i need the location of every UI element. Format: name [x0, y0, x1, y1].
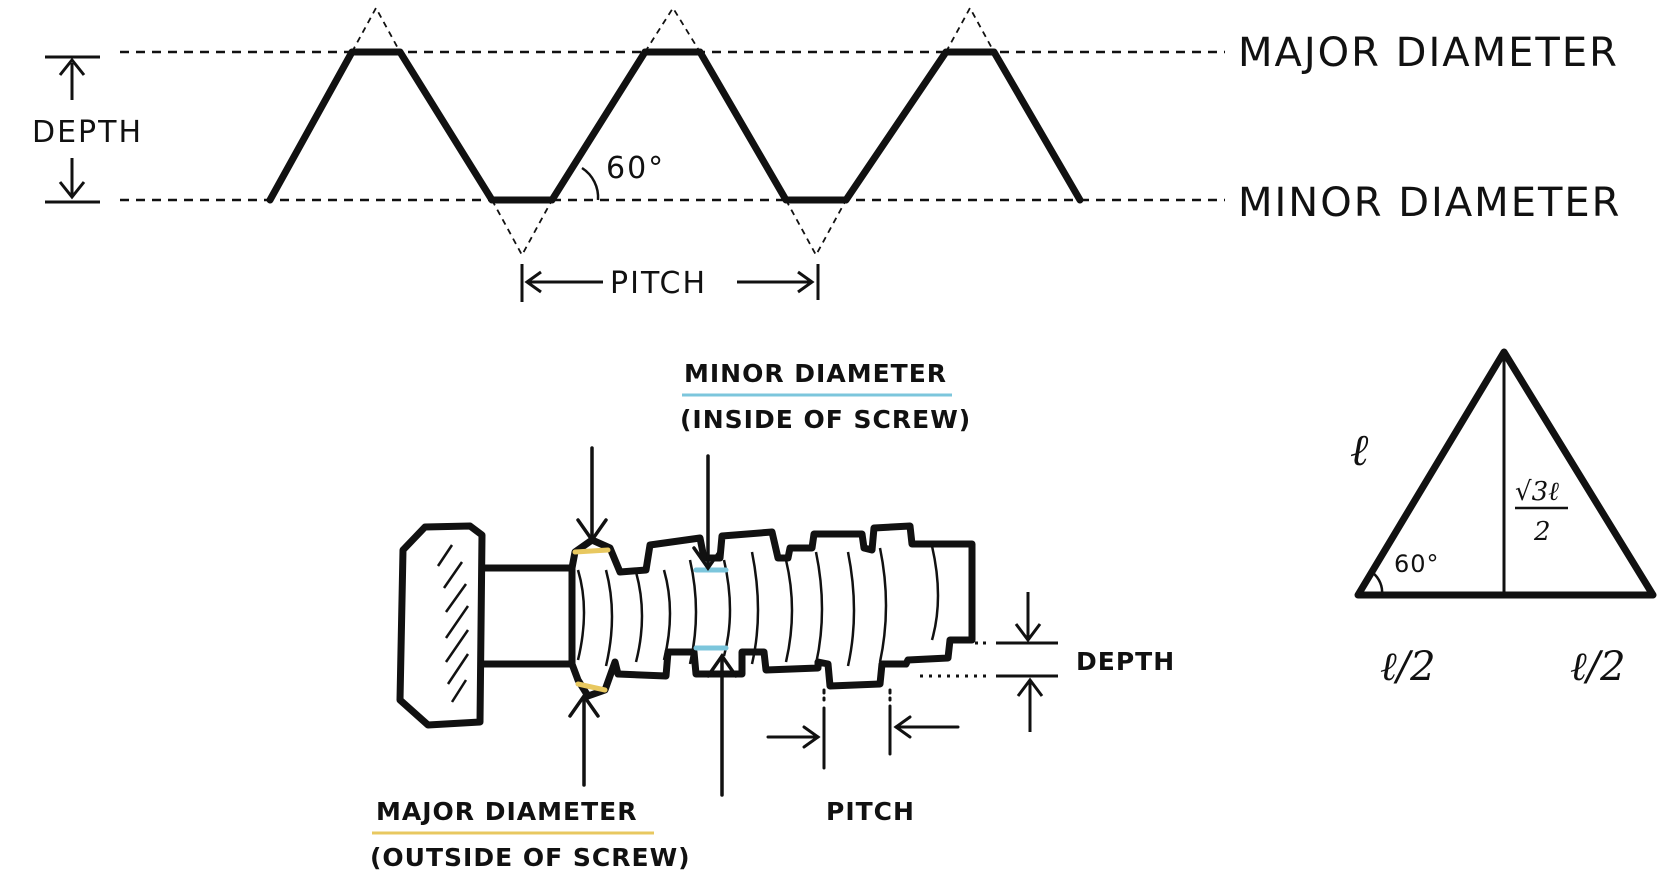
major-callout-sub: (OUTSIDE OF SCREW): [370, 843, 691, 872]
screw-head: [396, 522, 486, 729]
minor-callout-title: MINOR DIAMETER: [684, 359, 947, 388]
thread-outline: [568, 522, 976, 700]
screw-pitch-label: PITCH: [826, 797, 915, 826]
angle-arc: [581, 166, 600, 201]
triangle-angle-arc: [1372, 572, 1384, 596]
major-diameter-label: MAJOR DIAMETER: [1238, 30, 1619, 76]
head-hatching: [436, 544, 470, 703]
triangle-half-left: ℓ/2: [1380, 644, 1436, 690]
minor-diameter-label: MINOR DIAMETER: [1238, 180, 1621, 226]
screw-shank: [478, 564, 576, 668]
sharp-v-extensions: [351, 6, 995, 257]
depth-dimension: [45, 55, 100, 204]
minor-diameter-highlights: [693, 567, 729, 651]
triangle-height-den: 2: [1533, 517, 1551, 547]
minor-callout-sub: (INSIDE OF SCREW): [680, 405, 971, 434]
screw-drawing: DEPTH PITCH MINOR DIAMETER (INSIDE OF SC…: [370, 359, 1175, 872]
triangle-side-label: ℓ: [1350, 425, 1369, 476]
screw-depth-label: DEPTH: [1076, 647, 1175, 676]
triangle-angle-label: 60°: [1394, 550, 1440, 578]
triangle-height-num: √3ℓ: [1515, 477, 1559, 507]
minor-diameter-arrows: [692, 454, 738, 797]
angle-label: 60°: [606, 151, 665, 186]
equilateral-triangle: 60° ℓ √3ℓ 2 ℓ/2 ℓ/2: [1350, 348, 1657, 690]
pitch-dimension: [520, 264, 820, 302]
triangle-half-right: ℓ/2: [1570, 644, 1626, 690]
screw-pitch-dimension: [766, 688, 960, 770]
depth-label: DEPTH: [32, 115, 143, 150]
major-diameter-arrows: [568, 446, 608, 787]
screw-depth-dimension: [920, 592, 1058, 732]
thread-profile: 60° DEPTH PITCH MAJOR DIAMETER MINOR DIA…: [32, 6, 1621, 302]
major-callout-title: MAJOR DIAMETER: [376, 797, 637, 826]
major-diameter-highlights: [572, 547, 611, 693]
pitch-label: PITCH: [610, 266, 707, 301]
thread-profile-line: [266, 48, 1084, 204]
